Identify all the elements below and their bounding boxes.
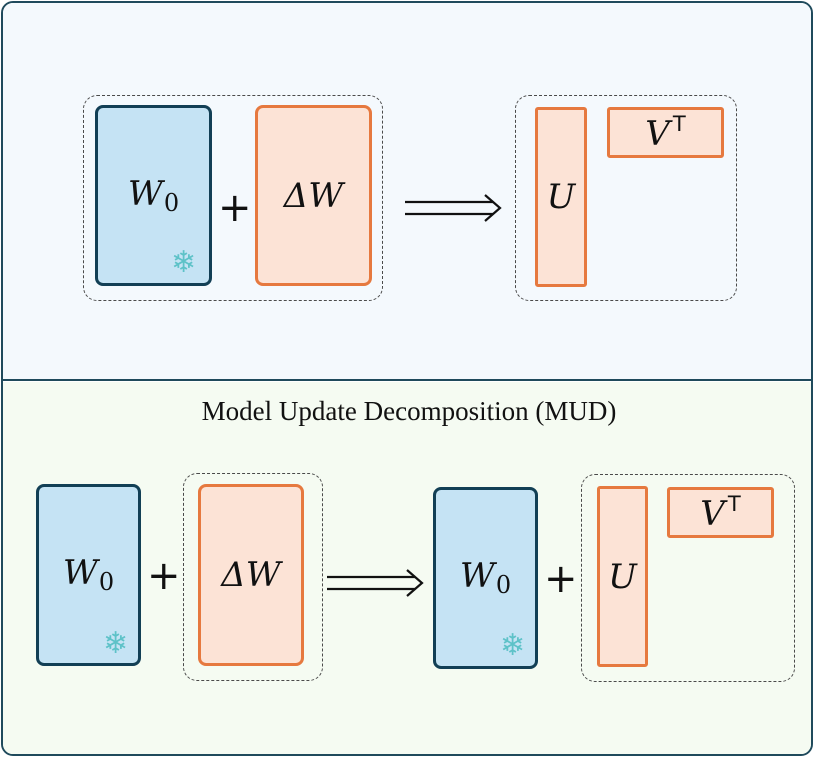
bottom-result-frozen-weight-matrix: W0	[433, 487, 538, 669]
bottom-frozen-weight-matrix: W0	[36, 484, 141, 666]
top-w0-label: W0	[127, 173, 180, 217]
top-decomposition-group	[515, 95, 737, 301]
bottom-decomposition-group	[581, 474, 795, 682]
bottom-w0-label: W0	[62, 553, 115, 596]
bottom-frozen-snowflake-icon: ❄	[103, 626, 129, 661]
top-arrow	[405, 194, 502, 222]
bottom-plus-sign-right: +	[544, 556, 578, 602]
panel-divider	[3, 379, 811, 381]
bottom-arrow	[327, 569, 424, 597]
top-delta-w-label: ΔW	[283, 175, 344, 216]
bottom-result-w0-label: W0	[459, 556, 512, 599]
bottom-delta-w-group	[183, 473, 323, 681]
top-sum-group	[83, 95, 383, 301]
bottom-result-snowflake-icon: ❄	[500, 628, 526, 663]
top-frozen-snowflake-icon: ❄	[171, 245, 197, 280]
bottom-u-label: U	[608, 556, 637, 597]
bottom-delta-w-matrix: ΔW	[198, 484, 304, 666]
bottom-plus-sign-left: +	[147, 553, 181, 599]
bottom-delta-w-label: ΔW	[221, 555, 281, 595]
top-frozen-weight-matrix: W0	[95, 105, 212, 286]
top-delta-w-matrix: ΔW	[255, 105, 372, 286]
top-u-matrix: U	[535, 107, 587, 287]
top-u-label: U	[546, 177, 576, 217]
mud-title: Model Update Decomposition (MUD)	[201, 396, 617, 426]
top-plus-sign: +	[218, 185, 252, 231]
bottom-u-matrix: U	[597, 486, 648, 667]
